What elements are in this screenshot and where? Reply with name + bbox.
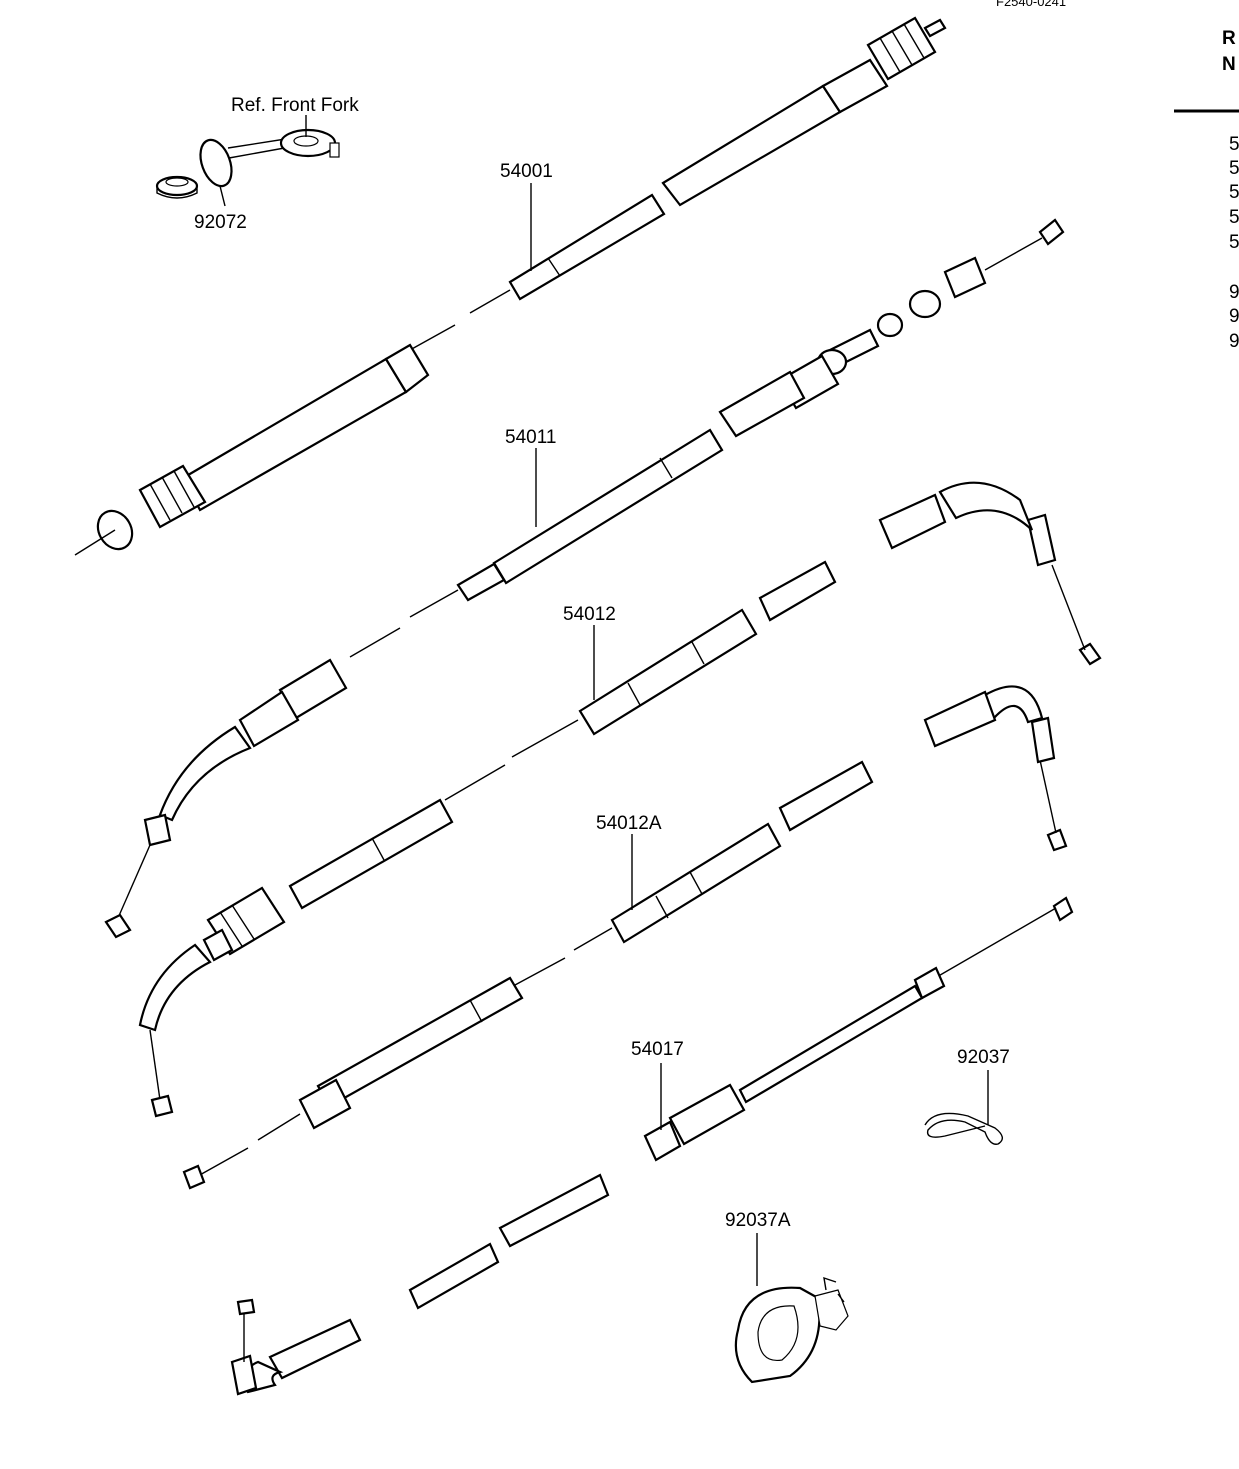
part-54017-choke-cable — [230, 896, 1074, 1396]
svg-text:9: 9 — [1229, 331, 1239, 352]
part-92037-band — [924, 1112, 1003, 1145]
label-92037a: 92037A — [725, 1210, 791, 1231]
label-54011: 54011 — [505, 427, 556, 448]
label-54012: 54012 — [563, 604, 616, 625]
part-54012a-throttle-cable — [182, 685, 1068, 1190]
leader-92072 — [219, 185, 226, 207]
side-column-digits: 5 5 5 5 5 9 9 9 — [1229, 134, 1239, 352]
part-92072-clamp — [155, 128, 340, 199]
part-92037a-clamp — [734, 1276, 849, 1384]
svg-text:5: 5 — [1229, 232, 1239, 253]
side-heading-line-2: N — [1222, 54, 1236, 75]
diagram-code: F2540-0241 — [996, 0, 1066, 9]
svg-text:5: 5 — [1229, 207, 1239, 228]
svg-text:9: 9 — [1229, 306, 1239, 327]
label-92072: 92072 — [194, 212, 247, 233]
svg-text:5: 5 — [1229, 158, 1239, 179]
label-92037: 92037 — [957, 1047, 1010, 1068]
part-54001-speedometer-cable — [74, 16, 947, 556]
label-54001: 54001 — [500, 161, 553, 182]
svg-text:5: 5 — [1229, 134, 1239, 155]
label-54012a: 54012A — [596, 813, 662, 834]
svg-text:5: 5 — [1229, 182, 1239, 203]
part-54012-throttle-cable — [138, 481, 1102, 1118]
label-ref-front-fork: Ref. Front Fork — [231, 95, 359, 116]
svg-text:9: 9 — [1229, 282, 1239, 303]
side-heading-line-1: R — [1222, 28, 1236, 49]
part-54011-clutch-cable — [104, 218, 1065, 939]
label-54017: 54017 — [631, 1039, 684, 1060]
